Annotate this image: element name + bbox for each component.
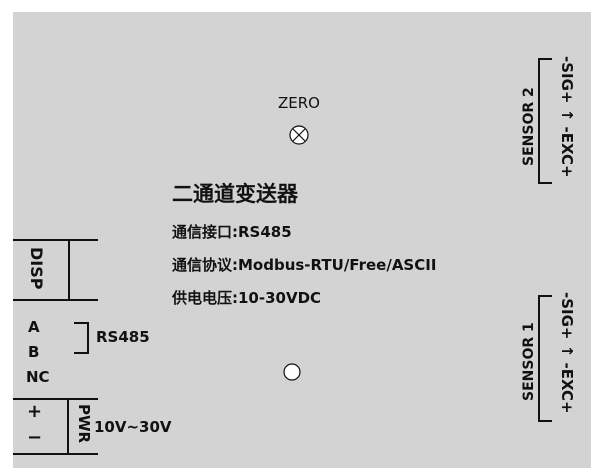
sensor1-bracket-side [538,295,540,422]
terminal-a: A [28,318,40,336]
pwr-minus: − [27,427,43,448]
sensor1-pins: -SIG+ ↑ -EXC+ [558,292,576,414]
sensor2-bracket-bottom [538,182,552,184]
spec-interface: 通信接口:RS485 [172,223,292,241]
terminal-b: B [28,343,40,361]
spec-power: 供电电压:10-30VDC [172,289,322,307]
sensor2-label: SENSOR 2 [521,87,537,166]
rs485-bracket-bottom [74,352,89,354]
sensor1-bracket-bottom [538,420,552,422]
sensor2-pins: -SIG+ ↑ -EXC+ [558,56,576,178]
rs485-label: RS485 [96,328,150,346]
voltage-label: 10V~30V [94,418,172,436]
pwr-label: PWR [75,404,93,444]
disp-side-line [68,239,70,300]
indicator-led-icon [283,363,301,381]
sensor2-bracket-top [538,58,552,60]
disp-label: DISP [27,247,46,290]
disp-top-line [13,239,98,241]
sensor1-bracket-top [538,295,552,297]
zero-label: ZERO [278,94,320,112]
disp-bottom-line [13,299,98,301]
rs485-bracket-top [74,322,88,324]
pwr-bottom-line [13,453,98,455]
zero-potentiometer-icon[interactable] [288,124,310,146]
sensor1-label: SENSOR 1 [521,322,537,401]
sensor2-bracket-side [538,58,540,184]
spec-protocol: 通信协议:Modbus-RTU/Free/ASCII [172,256,437,274]
pwr-plus: + [27,401,43,422]
terminal-nc: NC [26,368,50,386]
pwr-side-line [67,398,69,454]
pwr-top-line [13,398,98,400]
device-title: 二通道变送器 [172,182,298,206]
rs485-bracket-side [87,322,89,354]
